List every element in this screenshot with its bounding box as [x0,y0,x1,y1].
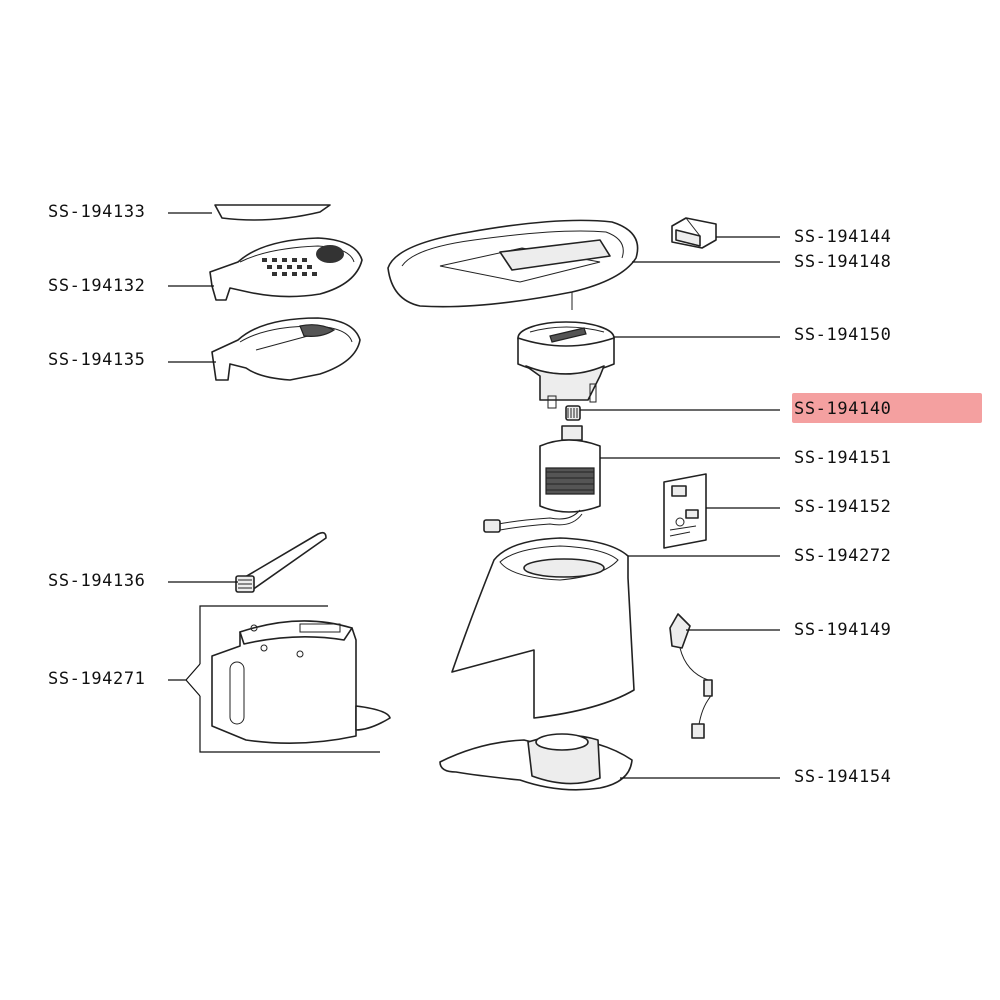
label-ss-194154[interactable]: SS-194154 [794,767,892,787]
label-ss-194148[interactable]: SS-194148 [794,252,892,272]
label-ss-194152[interactable]: SS-194152 [794,497,892,517]
part-drawing-switch[interactable] [671,217,717,249]
label-ss-194271[interactable]: SS-194271 [48,669,146,689]
label-ss-194149[interactable]: SS-194149 [794,620,892,640]
label-ss-194272[interactable]: SS-194272 [794,546,892,566]
part-drawing-grater-plate[interactable] [209,237,363,301]
part-drawing-cleaning-brush[interactable] [235,531,327,593]
label-ss-194150[interactable]: SS-194150 [794,325,892,345]
part-drawing-main-body[interactable] [451,537,635,719]
part-drawing-sensor-cable[interactable] [669,613,713,739]
label-ss-194136[interactable]: SS-194136 [48,571,146,591]
label-ss-194144[interactable]: SS-194144 [794,227,892,247]
label-ss-194132[interactable]: SS-194132 [48,276,146,296]
part-drawing-cutoff-top [214,204,331,221]
part-drawing-gearbox[interactable] [517,321,615,409]
part-drawing-foot-base[interactable] [439,733,633,791]
part-drawing-circuit-board[interactable] [663,473,707,549]
part-drawing-base-unit[interactable] [211,620,391,744]
selected-part-highlight [792,393,982,423]
label-ss-194135[interactable]: SS-194135 [48,350,146,370]
label-ss-194133[interactable]: SS-194133 [48,202,146,222]
part-drawing-motor[interactable] [483,425,601,533]
leader-lines [168,212,780,779]
label-ss-194151[interactable]: SS-194151 [794,448,892,468]
part-drawing-pinion-gear[interactable] [565,405,581,421]
part-drawing-slicer-plate[interactable] [211,317,361,381]
part-drawing-top-housing[interactable] [387,219,639,310]
label-ss-194140[interactable]: SS-194140 [794,399,892,419]
